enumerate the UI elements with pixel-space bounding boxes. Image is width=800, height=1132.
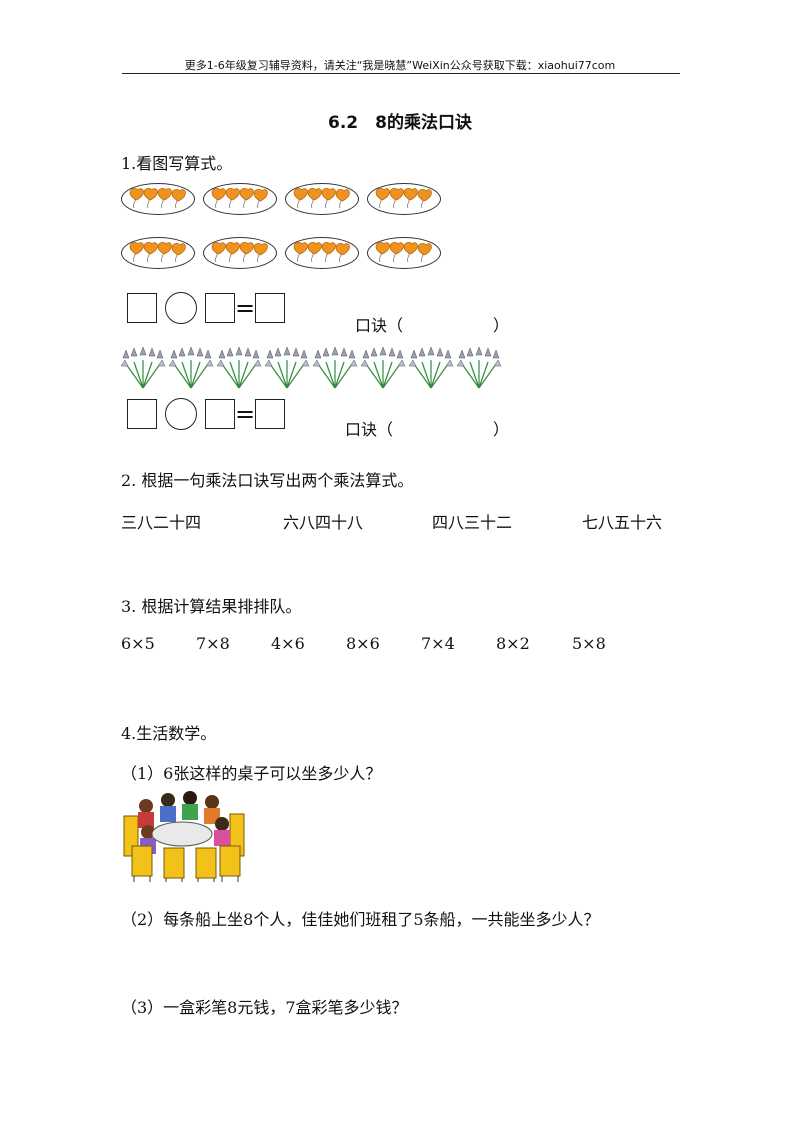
flower-icon [408,346,454,389]
balloon-group [203,183,277,215]
q2-item: 四八三十二 [432,513,513,532]
balloons-icon [129,187,186,209]
q2-item: 七八五十六 [582,513,663,532]
balloons-icon [375,241,432,263]
balloons-icon [293,241,350,263]
flower-icon [456,346,502,389]
koujue-open: 口诀（ [345,420,394,439]
balloon-group [121,183,195,215]
header-rule [122,73,680,74]
answer-box[interactable] [255,293,285,323]
table-illustration [123,791,245,882]
balloon-row-2 [121,237,441,269]
flower-icon [120,346,166,389]
flower-icon [312,346,358,389]
page-header: 更多1-6年级复习辅导资料，请关注“我是晓慧”WeiXin公众号获取下载：xia… [184,59,616,72]
flower-icon [360,346,406,389]
answer-box[interactable] [205,399,235,429]
answer-box[interactable] [255,399,285,429]
flower-icon [264,346,310,389]
koujue-open: 口诀（ [355,316,404,335]
equals-sign: = [235,294,256,322]
equals-sign: = [235,400,256,428]
q4-title: 4.生活数学。 [121,724,217,743]
balloons-icon [211,187,268,209]
flower-icon [216,346,262,389]
q4-sub1: （1）6张这样的桌子可以坐多少人？ [121,764,382,783]
page-title: 6.2 8的乘法口诀 [328,113,472,133]
operator-circle[interactable] [165,398,197,430]
answer-box[interactable] [127,293,157,323]
operator-circle[interactable] [165,292,197,324]
balloon-group [203,237,277,269]
q1-title: 1.看图写算式。 [121,154,233,173]
q3-item: 7×8 [196,634,230,653]
q4-sub3: （3）一盒彩笔8元钱，7盒彩笔多少钱？ [121,998,408,1017]
koujue-close: ） [493,420,510,439]
balloons-icon [211,241,268,263]
flower-icon [168,346,214,389]
q3-item: 7×4 [421,634,455,653]
q3-item: 8×6 [346,634,380,653]
flower-row [120,346,503,390]
answer-box[interactable] [127,399,157,429]
equation-row-1: = [127,292,285,324]
balloon-group [121,237,195,269]
balloons-icon [129,241,186,263]
balloon-group [367,237,441,269]
balloons-icon [293,187,350,209]
q3-item: 5×8 [572,634,606,653]
answer-box[interactable] [205,293,235,323]
q3-title: 3. 根据计算结果排排队。 [121,597,302,616]
q3-item: 8×2 [496,634,530,653]
q3-item: 6×5 [121,634,155,653]
q3-item: 4×6 [271,634,305,653]
balloon-row-1 [121,183,441,215]
balloon-group [285,237,359,269]
balloons-icon [375,187,432,209]
q2-title: 2. 根据一句乘法口诀写出两个乘法算式。 [121,471,414,490]
balloon-group [367,183,441,215]
q2-item: 三八二十四 [121,513,202,532]
koujue-blank[interactable] [410,330,495,331]
q4-sub2: （2）每条船上坐8个人，佳佳她们班租了5条船，一共能坐多少人？ [121,910,600,929]
balloon-group [285,183,359,215]
q2-item: 六八四十八 [283,513,364,532]
equation-row-2: = [127,398,285,430]
koujue-close: ） [493,316,510,335]
